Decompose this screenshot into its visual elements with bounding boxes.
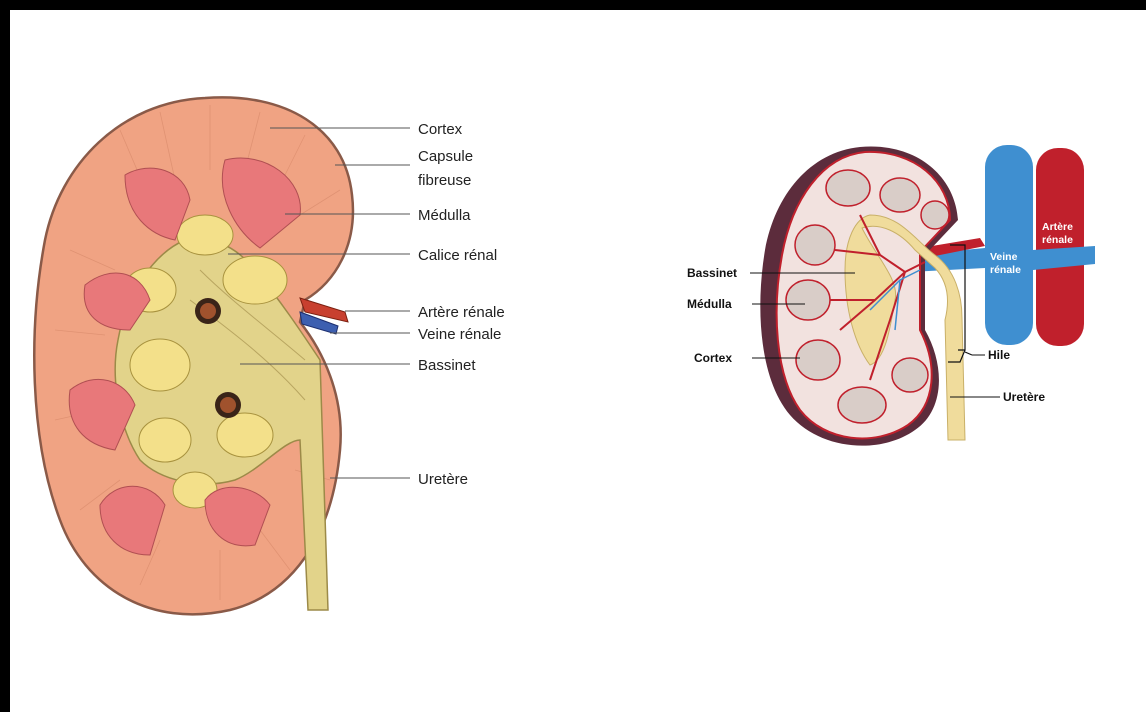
label-uretere-right: Uretère [1003, 390, 1045, 404]
label-capsule-line2: fibreuse [418, 172, 471, 189]
left-kidney-illustration: Cortex Capsule fibreuse Médulla Calice r… [34, 97, 504, 614]
label-veine-line1: Veine [990, 251, 1018, 263]
label-medulla-left: Médulla [418, 207, 471, 224]
vena-cava [985, 145, 1033, 345]
label-cortex-right: Cortex [694, 351, 732, 365]
label-veine-left: Veine rénale [418, 326, 501, 343]
label-calice: Calice rénal [418, 247, 497, 264]
label-medulla-right: Médulla [687, 297, 732, 311]
label-bassinet-left: Bassinet [418, 357, 476, 374]
label-hile: Hile [988, 348, 1010, 362]
label-artere-left: Artère rénale [418, 304, 505, 321]
label-capsule-line1: Capsule [418, 148, 473, 165]
label-uretere-left: Uretère [418, 471, 468, 488]
aorta [1036, 148, 1084, 346]
label-artere-line1: Artère [1042, 221, 1073, 233]
right-kidney-illustration: Bassinet Médulla Cortex Hile Uretère Vei… [687, 145, 1095, 446]
label-veine-line2: rénale [990, 264, 1021, 276]
label-cortex-left: Cortex [418, 121, 463, 138]
label-artere-line2: rénale [1042, 234, 1073, 246]
label-bassinet-right: Bassinet [687, 266, 737, 280]
